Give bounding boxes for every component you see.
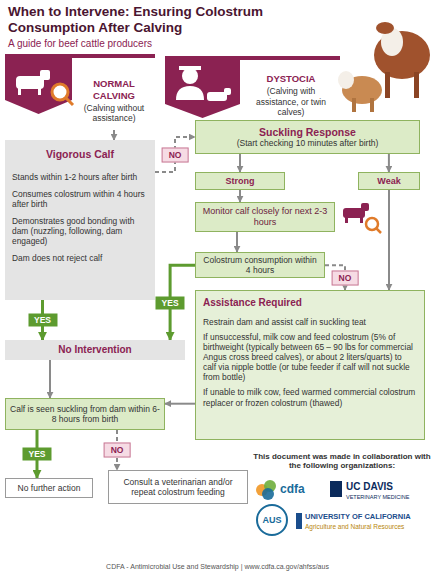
result-bar: No Intervention bbox=[5, 340, 185, 360]
node-heading: Vigorous Calf bbox=[12, 148, 148, 161]
edge-label: YES bbox=[22, 448, 51, 461]
node-heading: Assistance Required bbox=[203, 297, 417, 309]
magnifier-icon bbox=[66, 98, 73, 105]
subtitle: A guide for beef cattle producers bbox=[8, 38, 298, 50]
node-text: Weak bbox=[363, 176, 415, 187]
result-box: Consult a veterinarian and/or repeat col… bbox=[108, 470, 248, 504]
node-text: Demonstrates good bonding with dam (nuzz… bbox=[12, 216, 148, 246]
farmer-icon bbox=[176, 66, 231, 101]
node-text: If unsuccessful, milk cow and feed colos… bbox=[203, 332, 417, 382]
node-text: (Calving with assistance, or twin calves… bbox=[247, 86, 335, 117]
logo-text: AUS bbox=[258, 515, 286, 525]
logo-text: Agriculture and Natural Resources bbox=[305, 523, 430, 530]
node-text: Strong bbox=[200, 176, 280, 187]
node-text: Stands within 1-2 hours after birth bbox=[12, 172, 148, 182]
process-box: Monitor calf closely for next 2-3 hours bbox=[195, 202, 335, 232]
flow-arrow bbox=[239, 190, 241, 202]
flow-arrow bbox=[239, 154, 241, 172]
action-box: Assistance RequiredRestrain dam and assi… bbox=[195, 290, 425, 440]
flow-arrow bbox=[165, 403, 195, 405]
flow-arrow bbox=[49, 360, 51, 398]
logo-text: UC DAVIS bbox=[346, 481, 426, 493]
banner-shape bbox=[5, 54, 72, 114]
node-text: Colostrum consumption within 4 hours bbox=[200, 255, 320, 275]
cattle-illustration bbox=[338, 22, 430, 112]
node-text: Restrain dam and assist calf in suckling… bbox=[203, 317, 417, 327]
outcome-box: Strong bbox=[195, 172, 285, 190]
node-heading: NORMAL CALVING bbox=[82, 78, 146, 101]
edge-label: NO bbox=[104, 443, 131, 458]
flow-arrow bbox=[388, 190, 390, 290]
magnifier-icon bbox=[52, 84, 68, 100]
node-text: Consumes colostrum within 4 hours after … bbox=[12, 189, 148, 209]
decision-box: Calf is seen suckling from dam within 6-… bbox=[5, 398, 165, 430]
banner-shape bbox=[165, 56, 240, 118]
edge-label: NO bbox=[162, 147, 189, 162]
node-heading: Suckling Response bbox=[200, 126, 415, 139]
result-box: No further action bbox=[5, 478, 93, 498]
check-box: Suckling Response(Start checking 10 minu… bbox=[195, 120, 420, 154]
node-text: (Start checking 10 minutes after birth) bbox=[200, 138, 415, 148]
node-text: Calf is seen suckling from dam within 6-… bbox=[10, 404, 160, 424]
node-text: Consult a veterinarian and/or repeat col… bbox=[113, 477, 243, 497]
criteria-box: Vigorous CalfStands within 1-2 hours aft… bbox=[5, 140, 155, 300]
edge-label: YES bbox=[28, 314, 57, 327]
start-box: DYSTOCIA (Calving with assistance, or twi… bbox=[245, 66, 337, 124]
flow-arrow bbox=[236, 232, 238, 252]
logo-text: cdfa bbox=[280, 483, 320, 497]
node-text: No Intervention bbox=[7, 344, 183, 356]
node-text: Monitor calf closely for next 2-3 hours bbox=[200, 206, 330, 228]
node-text: Dam does not reject calf bbox=[12, 253, 148, 263]
logo-text: UNIVERSITY OF CALIFORNIA bbox=[305, 513, 430, 522]
edge-label: NO bbox=[332, 270, 359, 285]
outcome-box: Weak bbox=[358, 172, 420, 190]
node-text: If unable to milk cow, feed warmed comme… bbox=[203, 387, 417, 407]
logo-text: VETERINARY MEDICINE bbox=[346, 494, 426, 500]
monitor-icon bbox=[343, 203, 381, 233]
flow-arrow bbox=[155, 137, 195, 172]
start-box: NORMAL CALVING(Calving without assistanc… bbox=[80, 72, 148, 130]
decision-box: Colostrum consumption within 4 hours bbox=[195, 252, 325, 278]
node-text: No further action bbox=[10, 483, 88, 493]
flow-arrow bbox=[388, 154, 390, 172]
edge-label: YES bbox=[156, 296, 185, 309]
node-heading: DYSTOCIA bbox=[247, 73, 335, 84]
flow-arrow bbox=[113, 130, 115, 140]
footer-text: CDFA - Antimicrobial Use and Stewardship… bbox=[0, 563, 435, 571]
node-text: (Calving without assistance) bbox=[82, 103, 146, 123]
title-text: When to Intervene: Ensuring Colostrum Co… bbox=[8, 4, 298, 36]
credit-note: This document was made in collaboration … bbox=[252, 452, 432, 470]
cow-icon bbox=[16, 70, 50, 95]
